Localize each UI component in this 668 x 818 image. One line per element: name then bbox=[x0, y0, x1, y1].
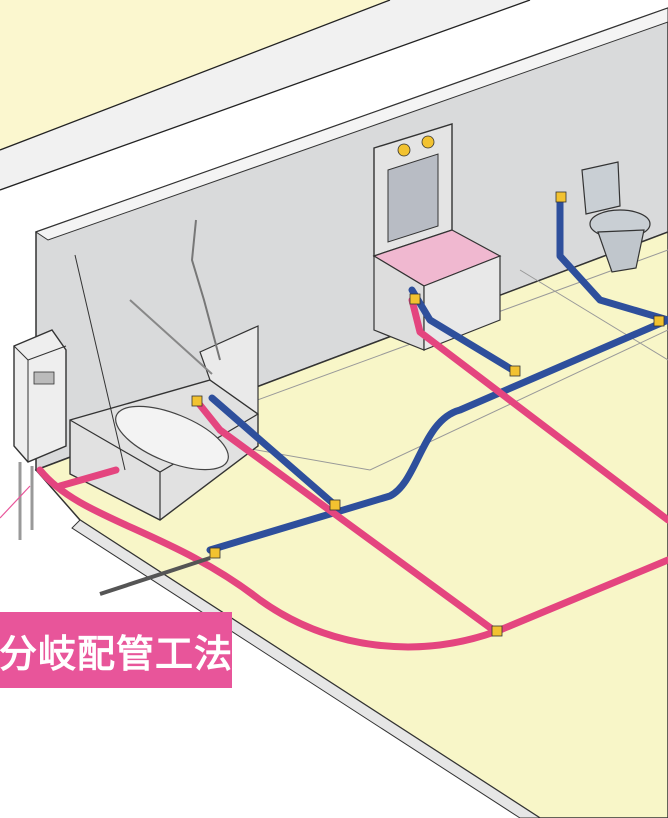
drain-pipe bbox=[99, 556, 211, 596]
method-label: 分岐配管工法 bbox=[0, 631, 234, 676]
wall-top bbox=[34, 7, 668, 241]
pipe-fittings bbox=[191, 191, 665, 637]
leader-line bbox=[0, 485, 31, 519]
hot-pipes bbox=[36, 296, 668, 651]
toilet-icon bbox=[581, 161, 651, 273]
water-heater-icon bbox=[13, 329, 67, 540]
method-label-box: 分岐配管工法 bbox=[0, 612, 232, 688]
vanity-icon bbox=[372, 123, 502, 351]
slab-edge bbox=[71, 519, 541, 818]
